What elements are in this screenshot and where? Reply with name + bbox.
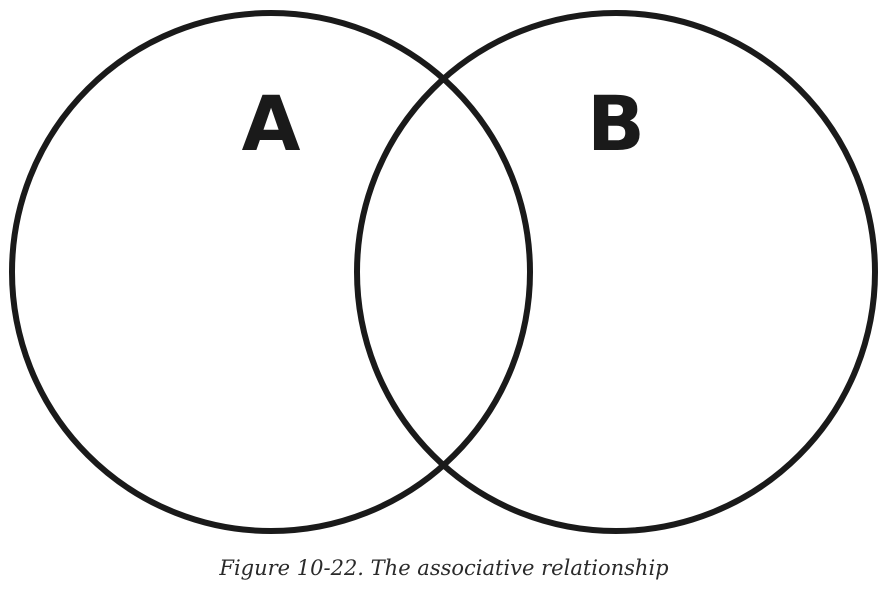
set-b-circle [354,10,878,534]
set-a-label: A [242,79,301,168]
set-b-label: B [587,79,645,168]
figure-caption: Figure 10-22. The associative relationsh… [219,556,669,580]
set-a-circle [9,10,533,534]
venn-diagram: A B [9,10,878,534]
